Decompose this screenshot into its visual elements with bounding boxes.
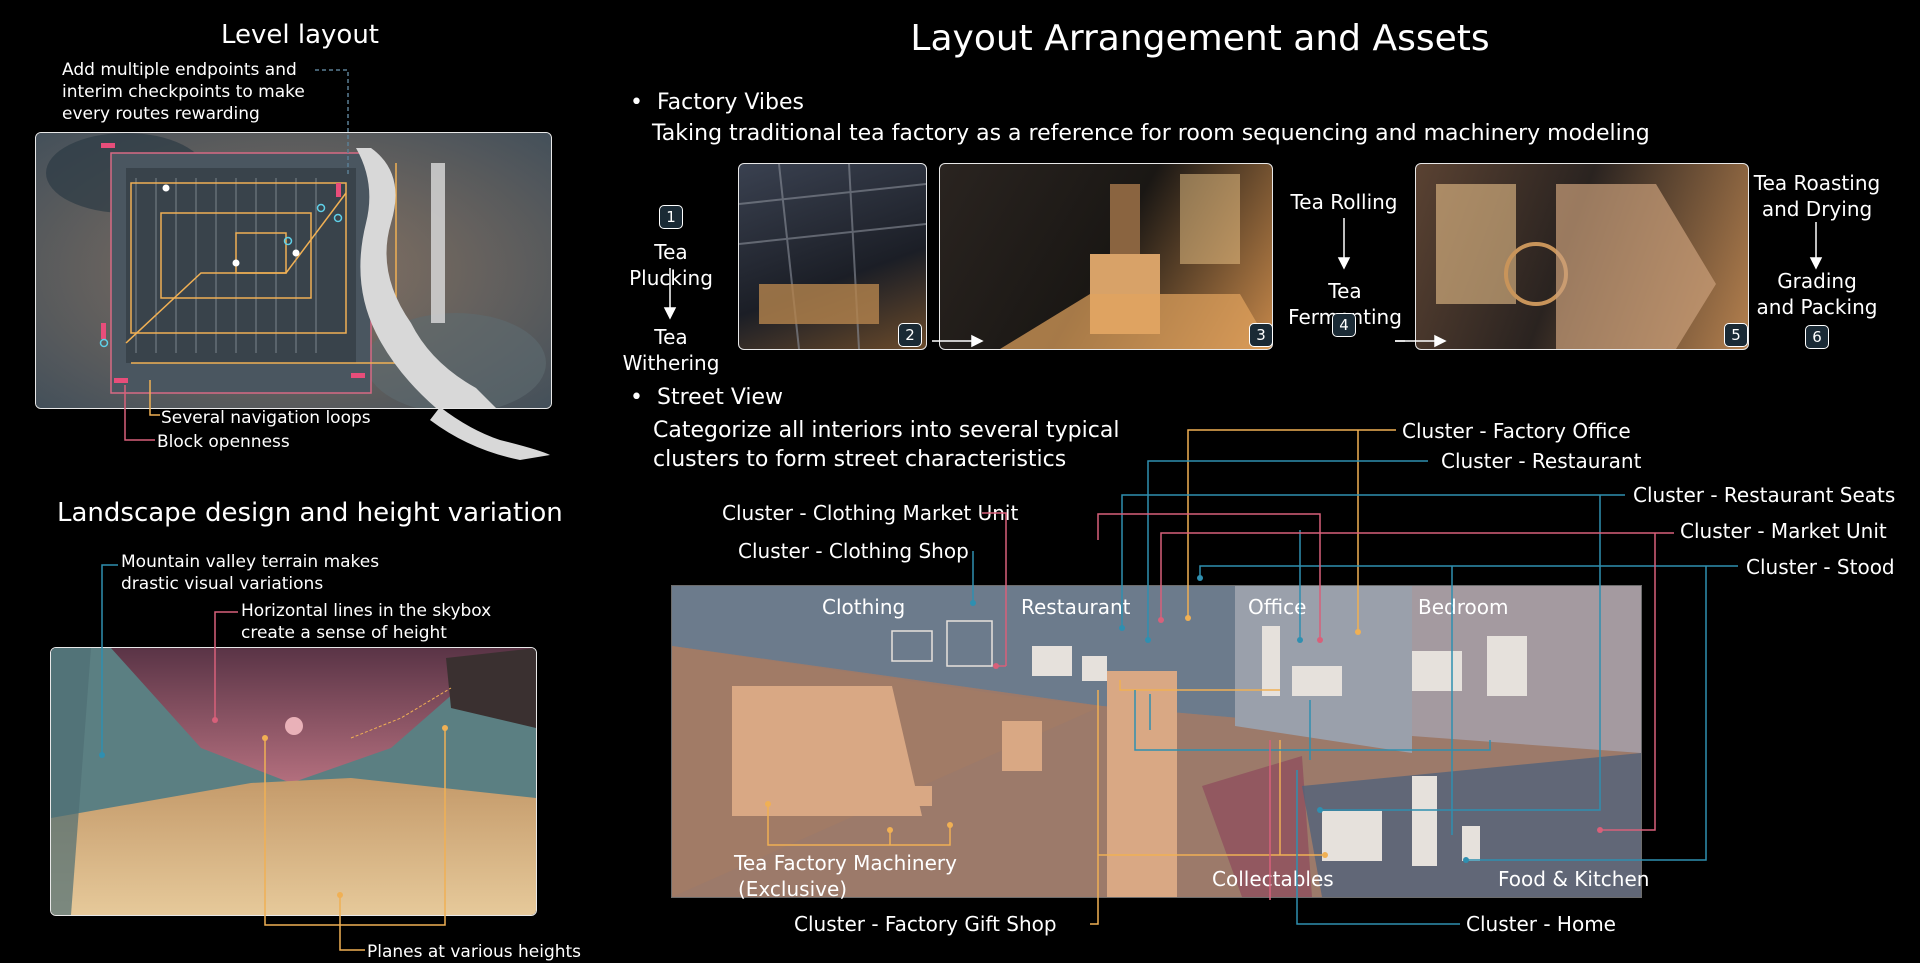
planes-label: Planes at various heights: [367, 942, 582, 962]
zone-collectables: Collectables: [1212, 867, 1334, 891]
sky-line: Horizontal lines in the skybox: [241, 601, 492, 621]
step-badge-5: 5: [1724, 323, 1748, 347]
block-openness-label: Block openness: [157, 432, 290, 452]
tea-roasting-label: Tea Roasting and Drying: [1752, 170, 1882, 222]
roasting-line: Tea Roasting: [1753, 171, 1881, 195]
grading-line: Grading: [1777, 269, 1857, 293]
street-desc-line: clusters to form street characteristics: [653, 447, 1067, 472]
street-heading: Street View: [630, 383, 783, 412]
cluster-restaurant-seats: Cluster - Restaurant Seats: [1633, 483, 1896, 507]
factory-photo-3: [1415, 163, 1749, 350]
step-badge-3: 3: [1249, 323, 1273, 347]
machinery-line: (Exclusive): [738, 877, 848, 901]
cluster-factory-gift-shop: Cluster - Factory Gift Shop: [794, 912, 1057, 936]
factory-heading: Factory Vibes: [630, 88, 804, 117]
cluster-restaurant: Cluster - Restaurant: [1441, 449, 1642, 473]
grading-line: and Packing: [1756, 295, 1878, 319]
machinery-label: Tea Factory Machinery (Exclusive): [734, 850, 957, 902]
step-badge-4: 4: [1332, 313, 1356, 337]
cluster-clothing-market-unit: Cluster - Clothing Market Unit: [722, 501, 1019, 525]
landscape-image: [50, 647, 537, 916]
level-layout-map: [35, 132, 552, 409]
cluster-clothing-shop: Cluster - Clothing Shop: [738, 539, 969, 563]
step-badge-6: 6: [1805, 325, 1829, 349]
step-badge-1: 1: [659, 205, 683, 229]
grading-label: Grading and Packing: [1752, 268, 1882, 320]
machinery-line: Tea Factory Machinery: [734, 851, 957, 875]
cluster-factory-office: Cluster - Factory Office: [1402, 419, 1631, 443]
street-desc-line: Categorize all interiors into several ty…: [653, 418, 1120, 443]
factory-photo-2: [939, 163, 1273, 350]
landscape-drawing: [51, 648, 536, 915]
street-desc: Categorize all interiors into several ty…: [653, 416, 1119, 474]
level-layout-title: Level layout: [220, 20, 380, 50]
note-line: every routes rewarding: [62, 104, 260, 124]
sky-line: create a sense of height: [241, 623, 447, 643]
tea-fermenting-label: Tea Fermenting: [1288, 279, 1402, 329]
main-title: Layout Arrangement and Assets: [910, 18, 1490, 59]
tea-plucking-label: Tea Plucking: [629, 240, 713, 290]
roasting-line: and Drying: [1761, 197, 1873, 221]
tea-rolling-label: Tea Rolling: [1290, 190, 1398, 214]
zone-clothing: Clothing: [822, 595, 906, 619]
terrain-line: Mountain valley terrain makes: [121, 552, 380, 572]
landscape-title: Landscape design and height variation: [57, 498, 563, 528]
terrain-line: drastic visual variations: [121, 574, 324, 594]
note-line: Add multiple endpoints and: [62, 60, 297, 80]
navigation-loops-label: Several navigation loops: [161, 408, 371, 428]
level-map-drawing: [36, 133, 551, 408]
tea-withering-label: Tea Withering: [622, 325, 720, 375]
zone-office: Office: [1248, 595, 1307, 619]
factory-desc: Taking traditional tea factory as a refe…: [652, 121, 1650, 146]
note-line: interim checkpoints to make: [62, 82, 305, 102]
cluster-stood: Cluster - Stood: [1746, 555, 1895, 579]
zone-bedroom: Bedroom: [1418, 595, 1509, 619]
zone-food-kitchen: Food & Kitchen: [1498, 867, 1650, 891]
skybox-label: Horizontal lines in the skybox create a …: [241, 600, 491, 644]
factory-photo-1: [738, 163, 927, 350]
factory-photo-2-drawing: [1000, 174, 1272, 349]
zone-restaurant: Restaurant: [1021, 595, 1131, 619]
terrain-label: Mountain valley terrain makes drastic vi…: [121, 551, 379, 595]
level-note: Add multiple endpoints and interim check…: [62, 59, 305, 125]
factory-photo-1-drawing: [739, 164, 926, 349]
step-badge-2: 2: [898, 323, 922, 347]
cluster-market-unit: Cluster - Market Unit: [1680, 519, 1887, 543]
cluster-home: Cluster - Home: [1466, 912, 1616, 936]
factory-photo-3-drawing: [1436, 184, 1716, 349]
